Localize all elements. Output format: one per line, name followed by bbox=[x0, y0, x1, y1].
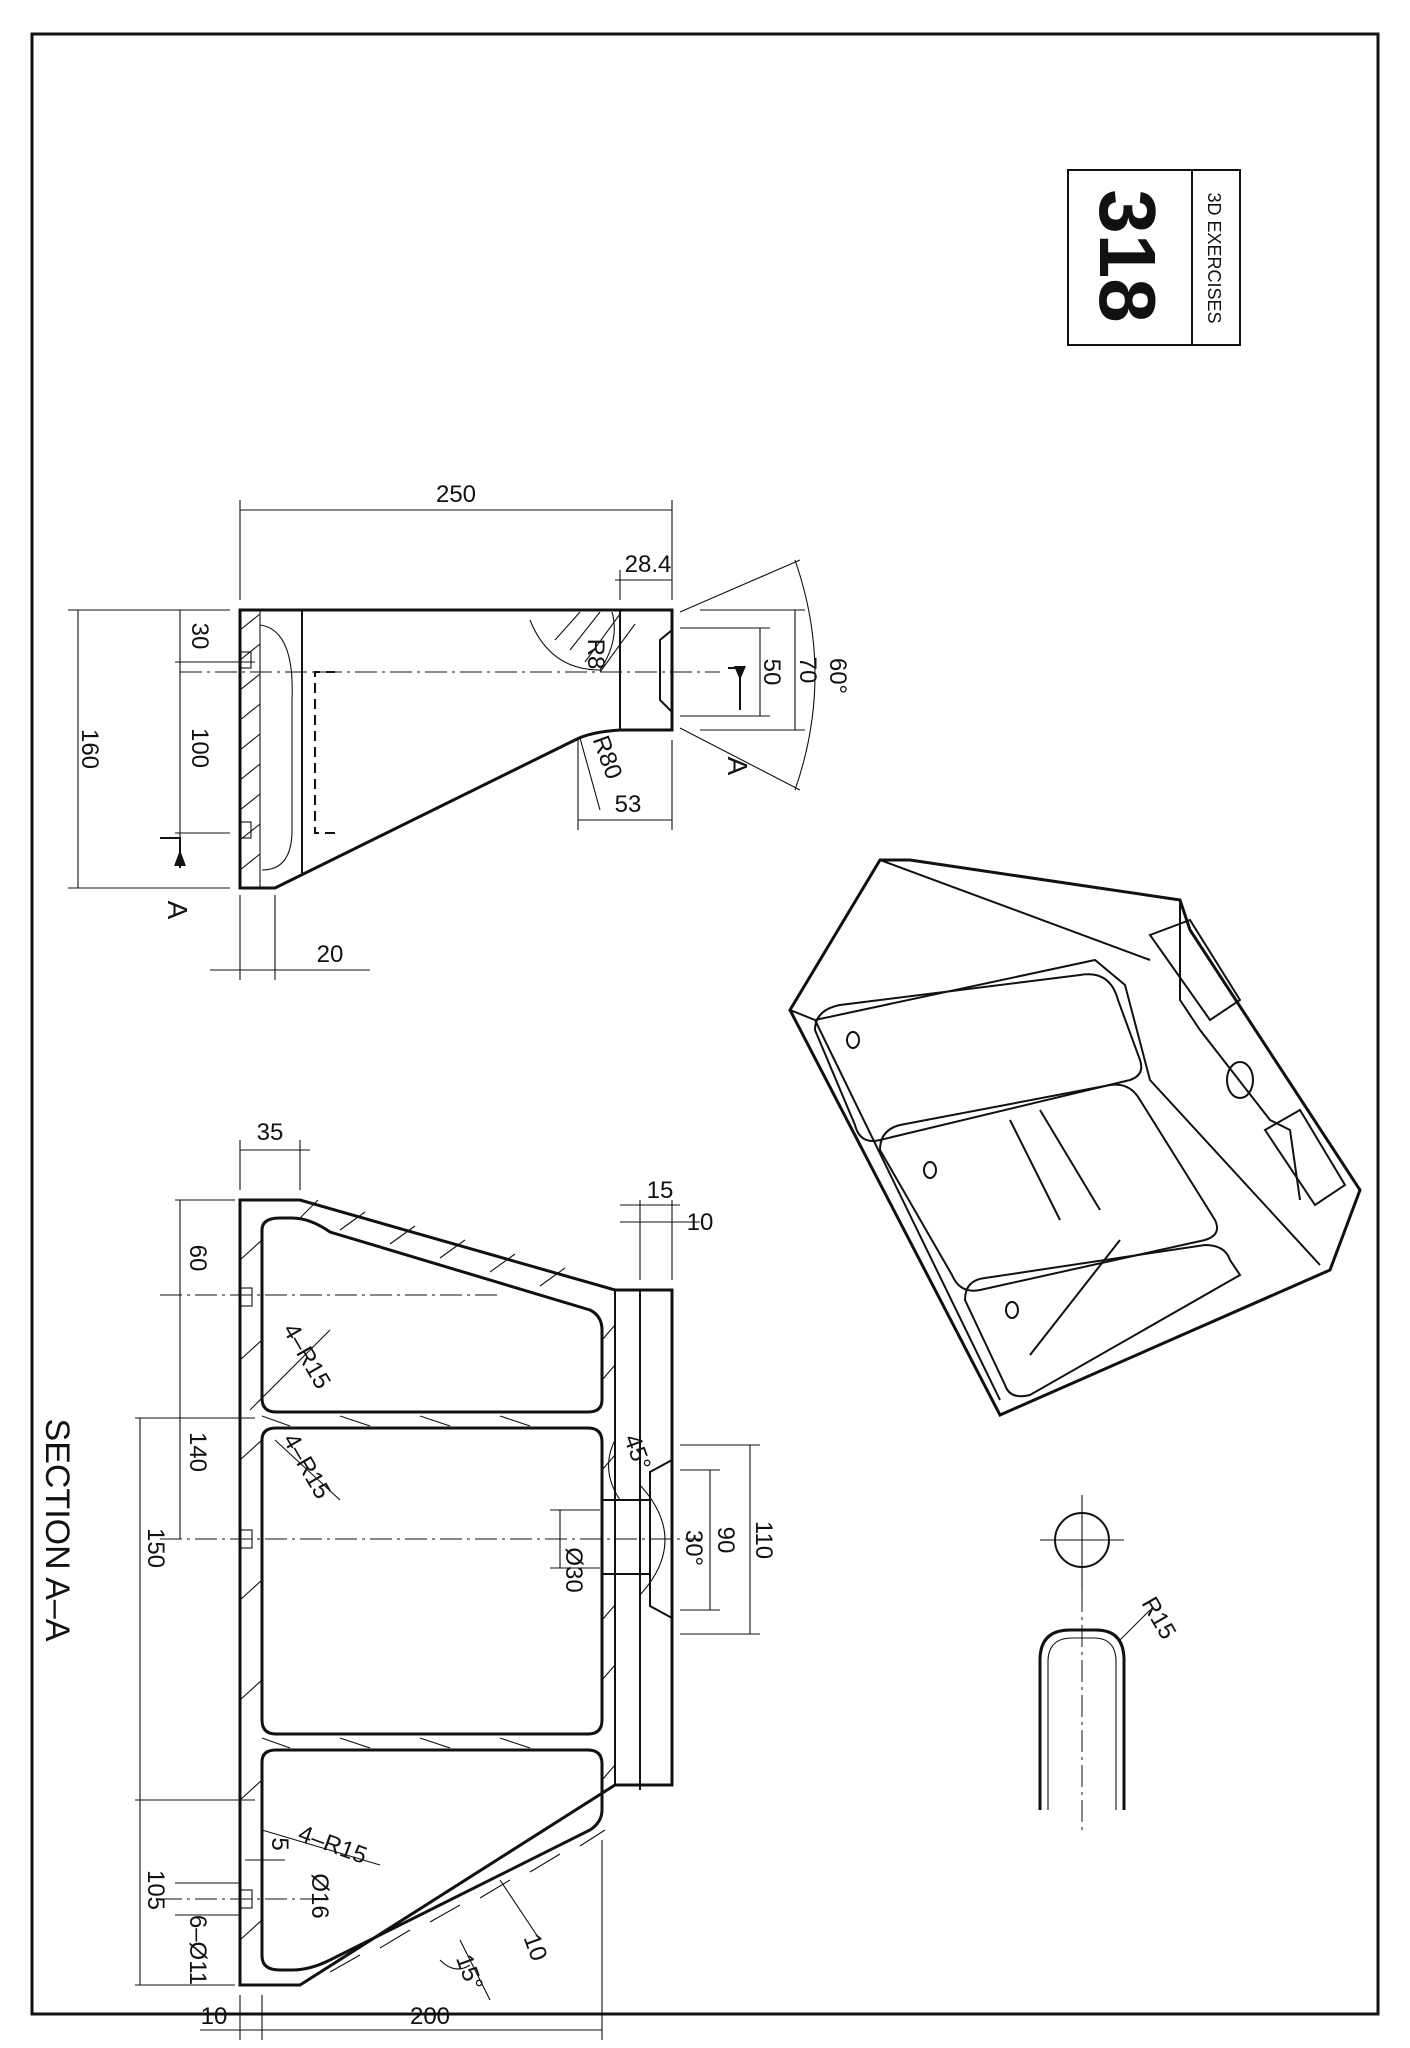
dim-r80: R80 bbox=[587, 732, 627, 783]
dim-30: 30 bbox=[186, 623, 213, 650]
dim-4-r15-b: 4–R15 bbox=[295, 1820, 371, 1870]
dim-r8: R8 bbox=[582, 639, 609, 670]
sheet-border bbox=[30, 32, 1380, 2016]
dim-15-deg: 15° bbox=[450, 1951, 488, 1994]
section-outline bbox=[238, 1198, 674, 1987]
section-mark-bottom: A bbox=[162, 901, 193, 920]
dim-250: 250 bbox=[436, 481, 476, 508]
dim-r15-slot: R15 bbox=[1136, 1592, 1181, 1644]
section-mark-top: A bbox=[722, 757, 753, 776]
dim-45-deg: 45° bbox=[618, 1431, 656, 1474]
dim-60: 60 bbox=[184, 1245, 211, 1272]
dim-140: 140 bbox=[184, 1432, 211, 1472]
exercise-number: 318 bbox=[1083, 189, 1172, 322]
slot-detail: R15 bbox=[1038, 1495, 1181, 1830]
top-view-outline bbox=[238, 608, 674, 890]
dim-110: 110 bbox=[750, 1521, 777, 1559]
dim-5: 5 bbox=[266, 1837, 293, 1850]
section-hatching bbox=[239, 1199, 616, 1973]
dim-4-r15-a2: 4–R15 bbox=[277, 1429, 336, 1504]
dim-20: 20 bbox=[317, 941, 344, 968]
title-caption: 3D EXERCISES bbox=[1204, 192, 1224, 323]
section-pocket-2 bbox=[260, 1426, 604, 1736]
dim-90: 90 bbox=[712, 1527, 739, 1554]
dim-70: 70 bbox=[794, 657, 821, 684]
dim-50: 50 bbox=[758, 659, 785, 686]
dim-phi30: Ø30 bbox=[560, 1547, 587, 1592]
section-boss bbox=[601, 1499, 651, 1575]
dim-15: 15 bbox=[647, 1177, 674, 1204]
dim-30-deg: 30° bbox=[680, 1530, 707, 1566]
top-view: A A 250 28.4 30 100 160 bbox=[68, 481, 851, 980]
title-block: 318 3D EXERCISES bbox=[1067, 169, 1241, 346]
dim-4-r15-a: 4–R15 bbox=[277, 1319, 336, 1394]
dim-10-bottom: 10 bbox=[201, 2003, 228, 2030]
dim-phi16: Ø16 bbox=[306, 1873, 333, 1918]
dim-200: 200 bbox=[410, 2003, 450, 2030]
dim-53: 53 bbox=[615, 791, 642, 818]
dim-160: 160 bbox=[76, 729, 103, 769]
dim-10-wall: 10 bbox=[518, 1930, 553, 1964]
dim-6-holes: 6–Ø11 bbox=[184, 1915, 211, 1985]
top-view-hatched-plate bbox=[239, 609, 261, 889]
slot-detail-u-shape bbox=[1038, 1628, 1126, 1810]
dim-35: 35 bbox=[257, 1119, 284, 1146]
dim-100: 100 bbox=[186, 728, 213, 768]
dim-105: 105 bbox=[142, 1870, 169, 1910]
section-view: SECTION A–A bbox=[38, 1119, 777, 2040]
isometric-view bbox=[788, 858, 1362, 1417]
dim-10-top: 10 bbox=[687, 1209, 714, 1236]
section-pocket-3 bbox=[260, 1748, 604, 1972]
dim-28-4: 28.4 bbox=[625, 551, 672, 578]
section-pocket-1 bbox=[260, 1216, 604, 1414]
dim-150: 150 bbox=[142, 1528, 169, 1568]
dim-60-deg: 60° bbox=[824, 658, 851, 694]
section-title: SECTION A–A bbox=[38, 1419, 76, 1642]
